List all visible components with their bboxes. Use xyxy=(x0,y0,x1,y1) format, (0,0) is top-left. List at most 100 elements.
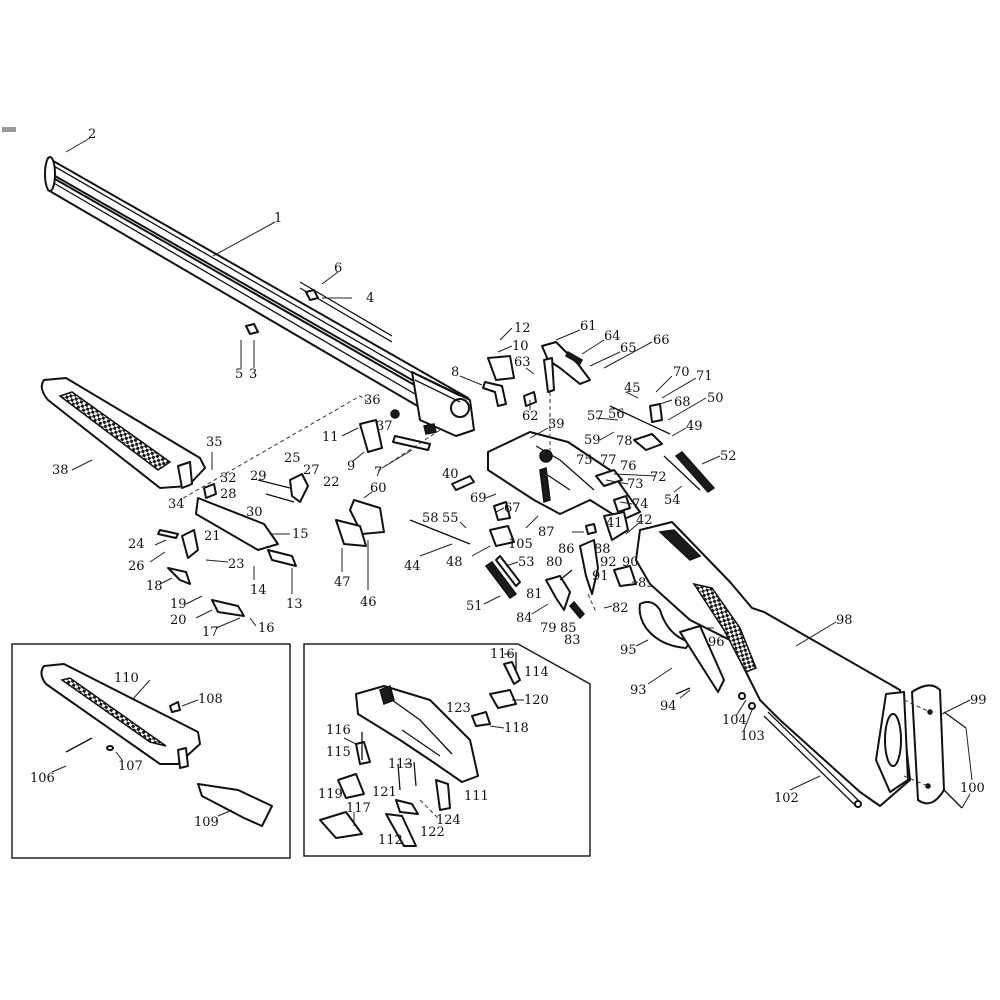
label-47: 47 xyxy=(334,575,351,590)
label-54: 54 xyxy=(664,493,681,508)
label-38: 38 xyxy=(52,463,69,478)
label-94: 94 xyxy=(660,699,677,714)
label-107: 107 xyxy=(118,759,143,774)
label-108: 108 xyxy=(198,692,223,707)
trigger-group xyxy=(545,539,637,620)
label-69: 69 xyxy=(470,491,487,506)
tang-screw xyxy=(738,692,746,700)
inset-part-124 xyxy=(419,799,441,821)
barrel-chamber xyxy=(450,398,470,418)
label-83: 83 xyxy=(564,633,581,648)
label-68: 68 xyxy=(674,395,691,410)
label-103: 103 xyxy=(740,729,765,744)
label-7: 7 xyxy=(374,465,382,480)
label-121: 121 xyxy=(372,785,397,800)
corner-scan-mark xyxy=(2,127,16,132)
label-11: 11 xyxy=(322,430,339,445)
label-99: 99 xyxy=(970,693,987,708)
label-113: 113 xyxy=(388,757,413,772)
forend-lever-2 xyxy=(181,529,199,559)
trigger-axis xyxy=(587,593,597,613)
mainspring xyxy=(674,451,716,493)
label-116-top: 116 xyxy=(490,647,515,662)
label-112: 112 xyxy=(378,833,403,848)
inset-action-frame xyxy=(303,643,591,857)
label-76: 76 xyxy=(620,459,637,474)
label-100: 100 xyxy=(960,781,985,796)
label-3: 3 xyxy=(249,367,257,382)
spring-guide xyxy=(495,555,521,587)
label-65: 65 xyxy=(620,341,637,356)
forend-iron xyxy=(195,497,279,551)
inset-part-113 xyxy=(397,761,417,791)
inset-receiver-body xyxy=(355,685,479,783)
label-60: 60 xyxy=(370,481,387,496)
label-34: 34 xyxy=(168,497,185,512)
barrel-top xyxy=(47,157,469,413)
label-105: 105 xyxy=(508,537,533,552)
label-20: 20 xyxy=(170,613,187,628)
inset-forend-clip xyxy=(169,701,181,713)
label-102: 102 xyxy=(774,791,799,806)
tang-washer xyxy=(748,702,756,710)
label-41: 41 xyxy=(606,516,623,531)
label-18: 18 xyxy=(146,579,163,594)
label-22: 22 xyxy=(323,475,340,490)
label-5: 5 xyxy=(235,367,243,382)
guard-screw xyxy=(675,687,691,695)
label-109: 109 xyxy=(194,815,219,830)
label-49: 49 xyxy=(686,419,703,434)
inset-part-119 xyxy=(337,773,365,799)
inset-part-111 xyxy=(435,779,451,811)
trigger-plate-pin xyxy=(585,523,597,535)
label-74: 74 xyxy=(632,497,649,512)
label-15: 15 xyxy=(292,527,309,542)
label-86: 86 xyxy=(558,542,575,557)
action-labels: 61 64 65 66 63 62 39 45 70 71 68 50 49 5… xyxy=(334,319,737,614)
label-53: 53 xyxy=(518,555,535,570)
receiver-hinge xyxy=(539,449,553,463)
label-85: 85 xyxy=(560,621,577,636)
label-96: 96 xyxy=(708,635,725,650)
label-30: 30 xyxy=(246,505,263,520)
pad-axis-top xyxy=(903,699,931,713)
hammer xyxy=(489,525,515,547)
label-81: 81 xyxy=(526,587,543,602)
label-17: 17 xyxy=(202,625,219,640)
hinge-pin xyxy=(482,381,507,407)
pad-screw-bottom xyxy=(943,789,963,809)
label-88: 88 xyxy=(594,542,611,557)
label-52: 52 xyxy=(720,449,737,464)
label-93: 93 xyxy=(630,683,647,698)
label-25: 25 xyxy=(284,451,301,466)
barrel-rib xyxy=(51,164,467,423)
label-67: 67 xyxy=(504,501,521,516)
forend-latch-lever xyxy=(289,473,309,503)
stock-labels: 98 99 100 102 104 103 96 95 93 94 xyxy=(620,613,987,809)
forend-assembly xyxy=(40,377,309,617)
barrel-muzzle xyxy=(44,156,56,192)
label-92: 92 xyxy=(600,555,617,570)
label-87: 87 xyxy=(538,525,555,540)
cocking-lever xyxy=(487,355,515,381)
label-115: 115 xyxy=(326,745,351,760)
label-48: 48 xyxy=(446,555,463,570)
forend-labels: 38 35 34 32 28 29 30 25 27 22 15 24 21 2… xyxy=(52,435,340,640)
inset-receiver-hinge xyxy=(379,684,395,706)
top-lever-spindle xyxy=(543,357,555,393)
label-21: 21 xyxy=(204,529,221,544)
inset-forend-frame xyxy=(11,643,291,859)
trigger-guard-tang xyxy=(679,625,725,693)
label-14: 14 xyxy=(250,583,267,598)
recoil-pad-screw-hole-2 xyxy=(925,783,931,789)
inset-part-115 xyxy=(355,741,371,765)
inset-forend-screw xyxy=(65,737,93,753)
label-50: 50 xyxy=(707,391,724,406)
hammer-spring xyxy=(484,560,518,600)
label-28: 28 xyxy=(220,487,237,502)
label-63: 63 xyxy=(514,355,531,370)
label-124: 124 xyxy=(436,813,461,828)
inertia-block xyxy=(613,565,637,587)
label-91: 91 xyxy=(592,569,609,584)
